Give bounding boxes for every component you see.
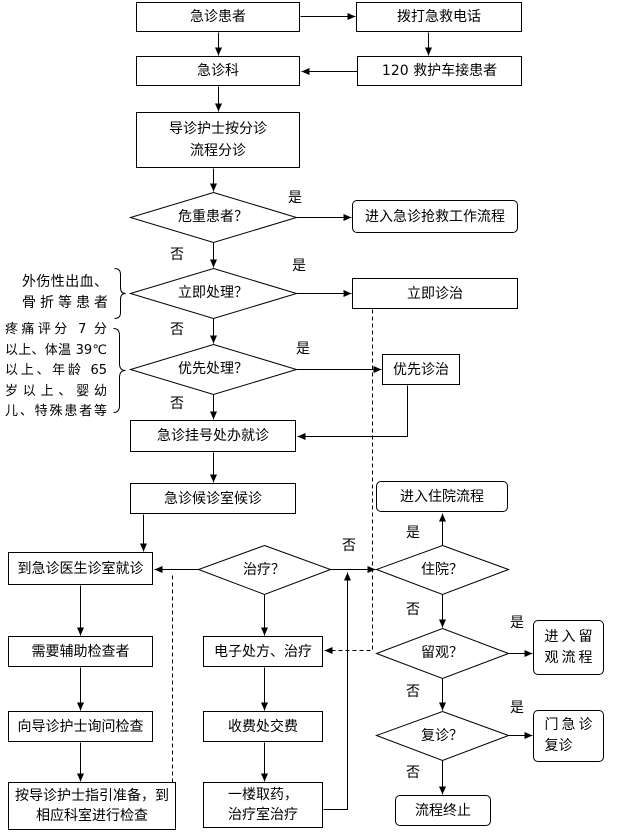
decision-priority-question: 优先处理？	[178, 361, 248, 377]
node-priority-treatment: 优先诊治	[382, 354, 460, 385]
annotation-immediate-criteria: 外伤性出血、 骨折等患者	[22, 272, 108, 314]
label-critical-yes: 是	[288, 190, 302, 206]
pharmacy-line-1: 一楼取药，	[228, 787, 298, 803]
connector-lines	[77, 13, 533, 810]
node-registration: 急诊挂号处办就诊	[130, 420, 296, 452]
node-ambulance-pickup: 120 救护车接患者	[357, 56, 522, 86]
immediate-criteria-line-1: 外伤性出血、	[22, 274, 108, 290]
arrow-priority-treatment-to-registration	[297, 385, 408, 440]
label-revisit-yes: 是	[510, 700, 524, 716]
go-to-exam-line-1: 按导诊护士指引准备，到	[15, 788, 169, 804]
decision-priority-diamond	[128, 343, 299, 396]
decision-observation-question: 留观？	[421, 645, 463, 661]
decision-shapes	[128, 191, 510, 762]
node-needs-exam: 需要辅助检查者	[8, 636, 153, 667]
label-admission-yes: 是	[406, 525, 420, 541]
node-emergency-patient: 急诊患者	[136, 2, 300, 32]
decision-treatment-question: 治疗？	[243, 561, 285, 578]
node-triage: 导诊护士按分诊 流程分诊	[136, 112, 300, 168]
decision-treatment-diamond	[197, 544, 332, 596]
node-ask-triage-nurse: 向导诊护士询问检查	[8, 711, 153, 742]
decision-revisit-question: 复诊？	[421, 727, 463, 744]
priority-criteria-line-5: 儿、特殊患者等	[5, 404, 107, 419]
node-waiting-room: 急诊候诊室候诊	[130, 483, 296, 514]
node-go-to-exam: 按导诊护士指引准备，到 相应科室进行检查	[8, 782, 176, 830]
node-follow-up: 门急诊 复诊	[533, 710, 604, 762]
priority-criteria-line-2: 以上、体温 39℃	[5, 342, 107, 358]
priority-criteria-line-1: 疼痛评分 7 分	[5, 322, 107, 337]
label-priority-no: 否	[170, 396, 184, 412]
decision-observation-diamond	[375, 627, 510, 680]
pharmacy-line-2: 治疗室治疗	[228, 807, 298, 823]
label-immediate-no: 否	[170, 322, 184, 338]
follow-up-line-1: 门急诊	[544, 717, 593, 733]
node-emergency-department: 急诊科	[136, 56, 300, 86]
decision-critical-diamond	[128, 191, 299, 244]
arrow-pharmacy-loop-back	[323, 572, 351, 810]
node-call-emergency: 拨打急救电话	[356, 2, 522, 32]
node-immediate-treatment: 立即诊治	[352, 278, 518, 309]
observation-workflow-line-1: 进入留	[544, 628, 593, 645]
triage-line-1: 导诊护士按分诊	[169, 121, 267, 137]
priority-criteria-line-4: 岁以上、婴幼	[5, 383, 107, 399]
decision-immediate-diamond	[128, 267, 299, 320]
label-immediate-yes: 是	[292, 258, 306, 274]
node-end: 流程终止	[395, 795, 491, 826]
node-rescue-workflow: 进入急诊抢救工作流程	[352, 200, 518, 233]
label-priority-yes: 是	[296, 341, 310, 357]
annotation-priority-criteria: 疼痛评分 7 分 以上、体温 39℃ 以上、年龄 65 岁以上、婴幼 儿、特殊患…	[5, 320, 107, 423]
follow-up-line-2: 复诊	[544, 738, 573, 754]
brace-immediate-criteria	[114, 268, 126, 319]
node-prescription: 电子处方、治疗	[203, 636, 323, 667]
triage-line-2: 流程分诊	[190, 143, 246, 159]
brace-priority-criteria	[113, 328, 126, 413]
decision-critical-question: 危重患者？	[178, 209, 248, 225]
label-revisit-no: 否	[406, 765, 420, 781]
node-doctor-consultation: 到急诊医生诊室就诊	[8, 552, 153, 585]
go-to-exam-line-2: 相应科室进行检查	[36, 808, 148, 824]
node-observation-workflow: 进入留 观流程	[533, 620, 604, 675]
decision-admission-question: 住院？	[421, 561, 463, 578]
label-observation-yes: 是	[510, 615, 524, 631]
decision-admission-diamond	[375, 544, 510, 596]
label-critical-no: 否	[170, 247, 184, 263]
decision-immediate-question: 立即处理？	[178, 285, 248, 301]
label-admission-no: 否	[406, 602, 420, 618]
label-observation-no: 否	[406, 684, 420, 700]
observation-workflow-line-2: 观流程	[544, 649, 593, 666]
node-payment: 收费处交费	[203, 711, 323, 742]
node-inpatient-workflow: 进入住院流程	[376, 481, 508, 512]
observation-workflow-text: 进入留 观流程	[545, 627, 593, 669]
decision-revisit-diamond	[375, 710, 510, 762]
priority-criteria-line-3: 以上、年龄 65	[5, 363, 107, 378]
label-treatment-no: 否	[342, 538, 356, 554]
dashed-immediate-to-prescription	[324, 309, 373, 654]
follow-up-text: 门急诊 复诊	[545, 715, 593, 757]
immediate-criteria-line-2: 骨折等患者	[22, 295, 108, 311]
node-pharmacy: 一楼取药， 治疗室治疗	[203, 782, 323, 828]
